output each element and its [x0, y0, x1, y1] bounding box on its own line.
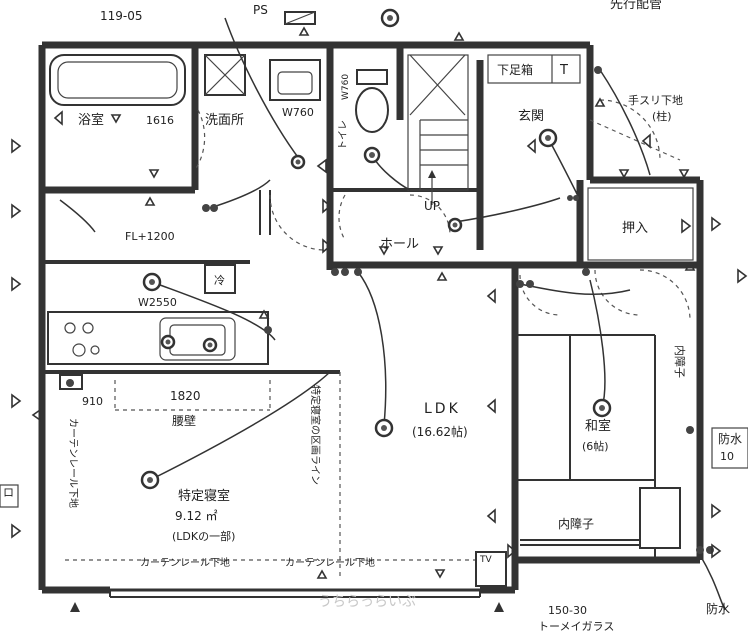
tv-label: TV — [479, 555, 492, 565]
curtain-label-1: カーテンレール下地 — [140, 556, 230, 569]
washroom-label: 洗面所 — [205, 113, 244, 128]
light-fixture — [447, 217, 463, 233]
washroom-w: W760 — [282, 106, 314, 119]
entrance-label: 玄関 — [518, 109, 544, 124]
bath-size: 1616 — [146, 114, 174, 127]
corner-text: 先行配管 — [610, 0, 662, 12]
ldk-size: (16.62帖) — [412, 424, 468, 439]
light-fixture — [160, 334, 176, 350]
light-fixture — [202, 337, 218, 353]
toilet-fixture — [355, 69, 389, 133]
light-fixture — [380, 8, 400, 28]
fl-label: FL+1200 — [125, 230, 175, 243]
outlet-markers — [11, 26, 748, 612]
tokutei-label: 特定寝室 — [178, 488, 230, 504]
tokutei-note: (LDKの一部) — [172, 529, 235, 543]
light-fixture — [142, 272, 162, 292]
uchishoji-vertical: 内障子 — [673, 345, 687, 378]
curtain-label-vertical: カーテンレール下地 — [67, 418, 80, 508]
door-swings — [194, 99, 691, 321]
right-edge-text-3: 10 — [720, 450, 734, 463]
hall-label: ホール — [380, 237, 419, 252]
counter-label: 腰壁 — [172, 413, 196, 428]
closet-label: 押入 — [622, 221, 648, 236]
left-edge-text: ロ — [3, 486, 14, 499]
light-fixture — [374, 418, 394, 438]
light-fixture — [538, 128, 558, 148]
light-fixture — [290, 154, 306, 170]
shoe-box-label: 下足箱 — [497, 62, 533, 77]
stairs — [407, 54, 469, 205]
bathtub — [49, 54, 186, 106]
right-edge-text-2: 防水 — [718, 431, 742, 446]
kitchen-length: 1820 — [170, 389, 201, 403]
ldk-label: LDK — [424, 401, 461, 417]
right-edge-text-1: 防水 — [706, 601, 730, 616]
dimension-top: 119-05 — [100, 9, 143, 23]
tokutei-area: 9.12 ㎡ — [175, 509, 218, 523]
light-fixture — [140, 470, 160, 490]
entrance-details — [475, 54, 694, 587]
kitchen-w: W2550 — [138, 296, 177, 309]
washitsu-label: 和室 — [585, 418, 611, 434]
light-fixture — [363, 146, 381, 164]
watermark: うちらっらいぶ — [318, 594, 416, 610]
ps-label: PS — [253, 3, 268, 17]
kitchen-fixtures — [47, 264, 269, 390]
kitchen-910: 910 — [82, 395, 103, 408]
bath-label: 浴室 — [78, 112, 104, 128]
uchishoji-label: 内障子 — [558, 516, 594, 531]
tokutei-boundary: 特定寝室の区画ライン — [309, 385, 322, 485]
toilet-w: W760 — [341, 74, 351, 100]
t-mark: T — [559, 63, 568, 78]
interior-walls — [42, 45, 700, 580]
handrail-sub: (柱) — [652, 109, 672, 123]
exterior-walls — [38, 41, 704, 598]
bottom-note: トーメイガラス — [538, 620, 614, 633]
washitsu-size: (6帖) — [582, 440, 609, 453]
bottom-dimension: 150-30 — [548, 604, 587, 617]
handrail-label: 手スリ下地 — [628, 93, 683, 107]
ceiling-lights — [140, 8, 612, 490]
stairs-up: UP — [424, 199, 440, 213]
toilet-label: トイレ — [338, 120, 349, 150]
washroom-fixtures — [204, 11, 321, 101]
light-fixture — [592, 398, 612, 418]
curtain-label-2: カーテンレール下地 — [285, 556, 375, 569]
rei-label: 冷 — [214, 274, 225, 287]
switches — [66, 66, 714, 554]
